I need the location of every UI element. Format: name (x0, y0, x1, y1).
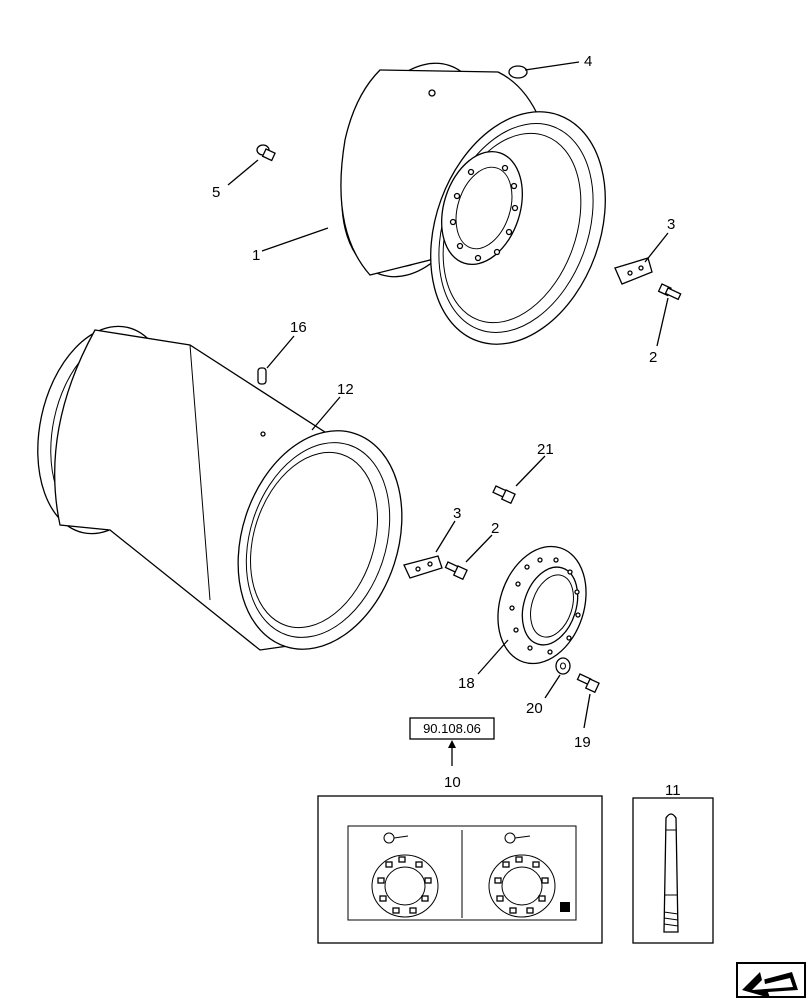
clamp-3-lower (403, 555, 443, 579)
callout-3-lower: 3 (453, 505, 461, 522)
bolt-2-lower-icon (444, 561, 468, 581)
callout-12: 12 (337, 381, 354, 398)
callout-2-upper: 2 (649, 349, 657, 366)
reference-box[interactable]: 90.108.06 (409, 717, 495, 740)
stud-11 (632, 797, 714, 944)
callout-1: 1 (252, 247, 260, 264)
leader-lines (227, 61, 669, 766)
callout-labels: 1 5 4 3 2 16 12 21 3 2 18 20 19 10 11 (212, 53, 681, 799)
callout-21: 21 (537, 441, 554, 458)
bolt-21-icon (492, 485, 516, 505)
adapter-ring-18 (497, 545, 587, 665)
adapter-bolt-holes (509, 557, 581, 655)
valve-stem-5-icon (256, 144, 276, 162)
valve-cap-4 (508, 65, 528, 79)
decal-right (488, 832, 570, 918)
bolt-2-upper-icon (657, 283, 682, 301)
valve-stem-16-icon (257, 367, 267, 385)
bolt-19-icon (576, 673, 600, 694)
callout-10: 10 (444, 774, 461, 791)
decal-sheet-10 (317, 795, 603, 944)
clamp-3-upper (614, 257, 653, 285)
callout-18: 18 (458, 675, 475, 692)
callout-20: 20 (526, 700, 543, 717)
callout-16: 16 (290, 319, 307, 336)
hub-bolt-holes (449, 164, 519, 262)
wheel-rim-12 (37, 325, 403, 651)
decal-left (371, 832, 439, 918)
reference-box-text: 90.108.06 (423, 721, 481, 736)
callout-2-lower: 2 (491, 520, 499, 537)
next-page-arrow-icon[interactable] (736, 962, 806, 998)
callout-11: 11 (665, 782, 681, 799)
callout-5: 5 (212, 184, 220, 201)
wheel-rim-1 (340, 62, 606, 345)
callout-19: 19 (574, 734, 591, 751)
callout-3-upper: 3 (667, 216, 675, 233)
washer-20 (555, 657, 571, 675)
callout-4: 4 (584, 53, 592, 70)
